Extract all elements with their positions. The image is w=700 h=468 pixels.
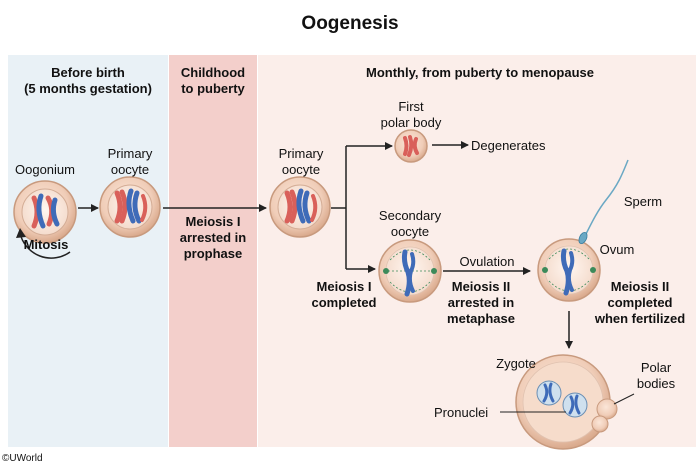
primary-oocyte-cell-1 <box>99 176 161 238</box>
label-meiosis1-arrested: Meiosis I arrested in prophase <box>179 214 247 261</box>
stage-header-monthly: Monthly, from puberty to menopause <box>366 65 594 80</box>
copyright: ©UWorld <box>2 453 43 464</box>
label-ovulation: Ovulation <box>459 254 515 269</box>
primary-oocyte-cell-2 <box>269 176 331 238</box>
label-polar-bodies: Polar bodies <box>636 360 676 391</box>
label-oogonium: Oogonium <box>15 162 75 177</box>
label-pronuclei: Pronuclei <box>434 405 489 420</box>
stage-header-before-birth: Before birth (5 months gestation) <box>24 65 152 96</box>
first-polar-body-cell <box>394 129 428 163</box>
label-mitosis: Mitosis <box>23 237 69 252</box>
label-meiosis2-arrested: Meiosis II arrested in metaphase <box>447 279 515 326</box>
diagram-title: Oogenesis <box>301 13 399 34</box>
zygote-cell <box>515 354 618 450</box>
label-primary-oocyte-1: Primary oocyte <box>107 146 153 177</box>
panel-monthly <box>258 55 696 447</box>
secondary-oocyte-cell <box>378 239 442 303</box>
sperm-cell <box>578 159 629 245</box>
stage-header-childhood: Childhood to puberty <box>180 65 246 96</box>
panel-childhood <box>169 55 257 447</box>
label-ovum: Ovum <box>599 242 635 257</box>
label-zygote: Zygote <box>496 356 536 371</box>
label-secondary-oocyte: Secondary oocyte <box>378 208 442 239</box>
label-sperm: Sperm <box>623 194 663 209</box>
label-degenerates: Degenerates <box>471 138 546 153</box>
label-primary-oocyte-2: Primary oocyte <box>278 146 324 177</box>
panel-before-birth <box>8 55 168 447</box>
label-meiosis2-completed: Meiosis II completed when fertilized <box>594 279 686 326</box>
ovum-cell <box>537 238 601 302</box>
polar-bodies-pointer <box>613 393 635 405</box>
oogonium-cell <box>13 180 77 244</box>
mitosis-cycle-arrow <box>19 232 71 259</box>
label-meiosis1-completed: Meiosis I completed <box>311 279 377 310</box>
label-first-polar-body: First polar body <box>380 99 442 130</box>
